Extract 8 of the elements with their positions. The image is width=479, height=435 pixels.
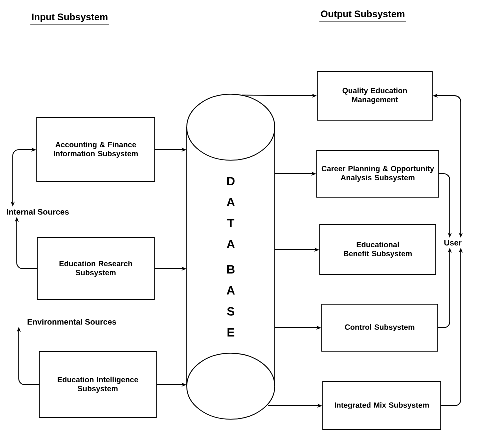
source-label: User <box>444 240 462 246</box>
node-label: D A T A <box>226 177 236 248</box>
database-cylinder: D A T A B A S E <box>186 94 276 420</box>
node-label: B A S E <box>226 265 236 337</box>
heading: Input Subsystem <box>30 14 110 26</box>
source-label: Internal Sources <box>7 209 70 215</box>
source-label: Environmental Sources <box>28 319 116 325</box>
heading: Output Subsystem <box>319 10 407 23</box>
